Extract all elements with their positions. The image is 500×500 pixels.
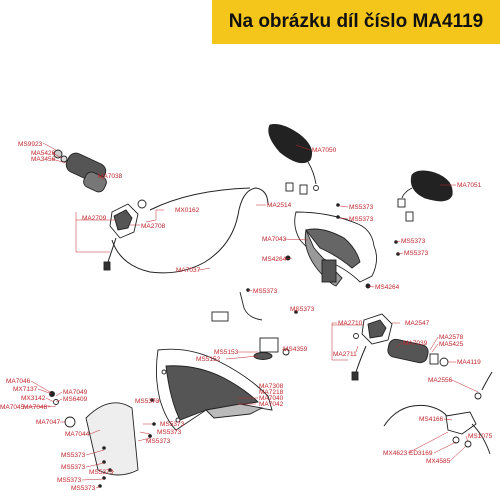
label-MS5373m: MS5373	[89, 469, 114, 476]
label-MS5373g: MS5373	[135, 398, 160, 405]
brake-lever-drawing	[383, 371, 493, 455]
label-MS4264b: MS4264	[375, 284, 400, 291]
left-mirror-drawing	[268, 124, 319, 195]
label-MS5373e: MS5373	[253, 288, 278, 295]
front-cover-drawing	[155, 348, 273, 431]
label-MS5373b: MS5373	[349, 216, 374, 223]
label-MA7048: MA7048	[23, 404, 48, 411]
label-MA7042: MA7042	[259, 401, 284, 408]
cable-upper-drawing	[149, 187, 251, 211]
label-MA7040: MA7040	[259, 395, 284, 402]
rear-cover-drawing	[285, 211, 377, 289]
right-mirror-drawing	[397, 170, 453, 222]
label-MS5373c: MS5373	[401, 238, 426, 245]
label-MA2514: MA2514	[267, 202, 292, 209]
label-MS6409: MS6409	[63, 396, 88, 403]
label-MS1075: MS1075	[468, 433, 493, 440]
label-MS5373i: MS5373	[157, 429, 182, 436]
label-MA5425: MA5425	[439, 341, 464, 348]
label-MA7044: MA7044	[65, 431, 90, 438]
label-MA7218: MA7218	[259, 389, 284, 396]
label-MS5373h: MS5373	[160, 421, 185, 428]
label-MS5373k: MS5373	[61, 452, 86, 459]
label-MA7308: MA7308	[259, 383, 284, 390]
label-MA3456: MA3456	[31, 156, 56, 163]
label-MS5373n: MS5373	[57, 477, 82, 484]
label-MA2710: MA2710	[338, 320, 363, 327]
label-MS4264a: MS4264	[262, 256, 287, 263]
label-MS4166: MS4166	[419, 416, 444, 423]
label-MA7038: MA7038	[98, 173, 123, 180]
label-MS4359: MS4359	[283, 346, 308, 353]
label-MA5426: MA5426	[31, 150, 56, 157]
label-MS5373o: MS5373	[71, 485, 96, 492]
label-MA2708: MA2708	[141, 223, 166, 230]
right-switch-drawing	[351, 313, 393, 381]
label-MX4623: MX4623	[383, 450, 408, 457]
windscreen-drawing	[49, 391, 139, 476]
label-MX0162: MX0162	[175, 207, 200, 214]
label-MA7049: MA7049	[63, 389, 88, 396]
label-MS5373a: MS5373	[349, 204, 374, 211]
label-MA7037: MA7037	[176, 267, 201, 274]
right-grip-drawing	[387, 338, 449, 367]
label-MA7045: MA7045	[0, 404, 25, 411]
label-MS5373j: MS5373	[146, 438, 171, 445]
label-MX3142: MX3142	[21, 395, 46, 402]
handlebar-drawing	[200, 290, 346, 360]
throttle-cable-drawing	[111, 187, 269, 274]
label-MS9923: MS9923	[18, 141, 43, 148]
label-MA2556: MA2556	[428, 377, 453, 384]
label-MA7050: MA7050	[312, 147, 337, 154]
label-MA7051: MA7051	[457, 182, 482, 189]
label-MA7046: MA7046	[6, 378, 31, 385]
label-MA2547: MA2547	[405, 320, 430, 327]
label-MA7043: MA7043	[262, 236, 287, 243]
label-MS5373d: MS5373	[404, 250, 429, 257]
title-banner: Na obrázku díl číslo MA4119	[212, 0, 500, 44]
label-MS5152: MS5152	[196, 356, 221, 363]
page-title: Na obrázku díl číslo MA4119	[228, 11, 484, 32]
label-MA2709: MA2709	[82, 215, 107, 222]
label-MA4119: MA4119	[457, 359, 481, 366]
label-MS5373l: MS5373	[61, 464, 86, 471]
left-switch-drawing	[103, 199, 147, 271]
label-MA7039: MA7039	[403, 340, 428, 347]
label-MX7137: MX7137	[13, 386, 38, 393]
label-MA2711: MA2711	[333, 351, 357, 358]
leader-lines	[23, 142, 479, 489]
label-MS5153: MS5153	[214, 349, 239, 356]
label-MA7047: MA7047	[36, 419, 61, 426]
label-MA2578: MA2578	[439, 334, 464, 341]
label-MS5373f: MS5373	[290, 306, 315, 313]
label-ED3169: ED3169	[409, 450, 433, 457]
left-grip-drawing	[53, 149, 107, 193]
label-MX4585: MX4585	[426, 458, 451, 465]
part-labels: MS9923 MA5426 MA3456 MA7038 MA7050 MA705…	[0, 141, 493, 492]
